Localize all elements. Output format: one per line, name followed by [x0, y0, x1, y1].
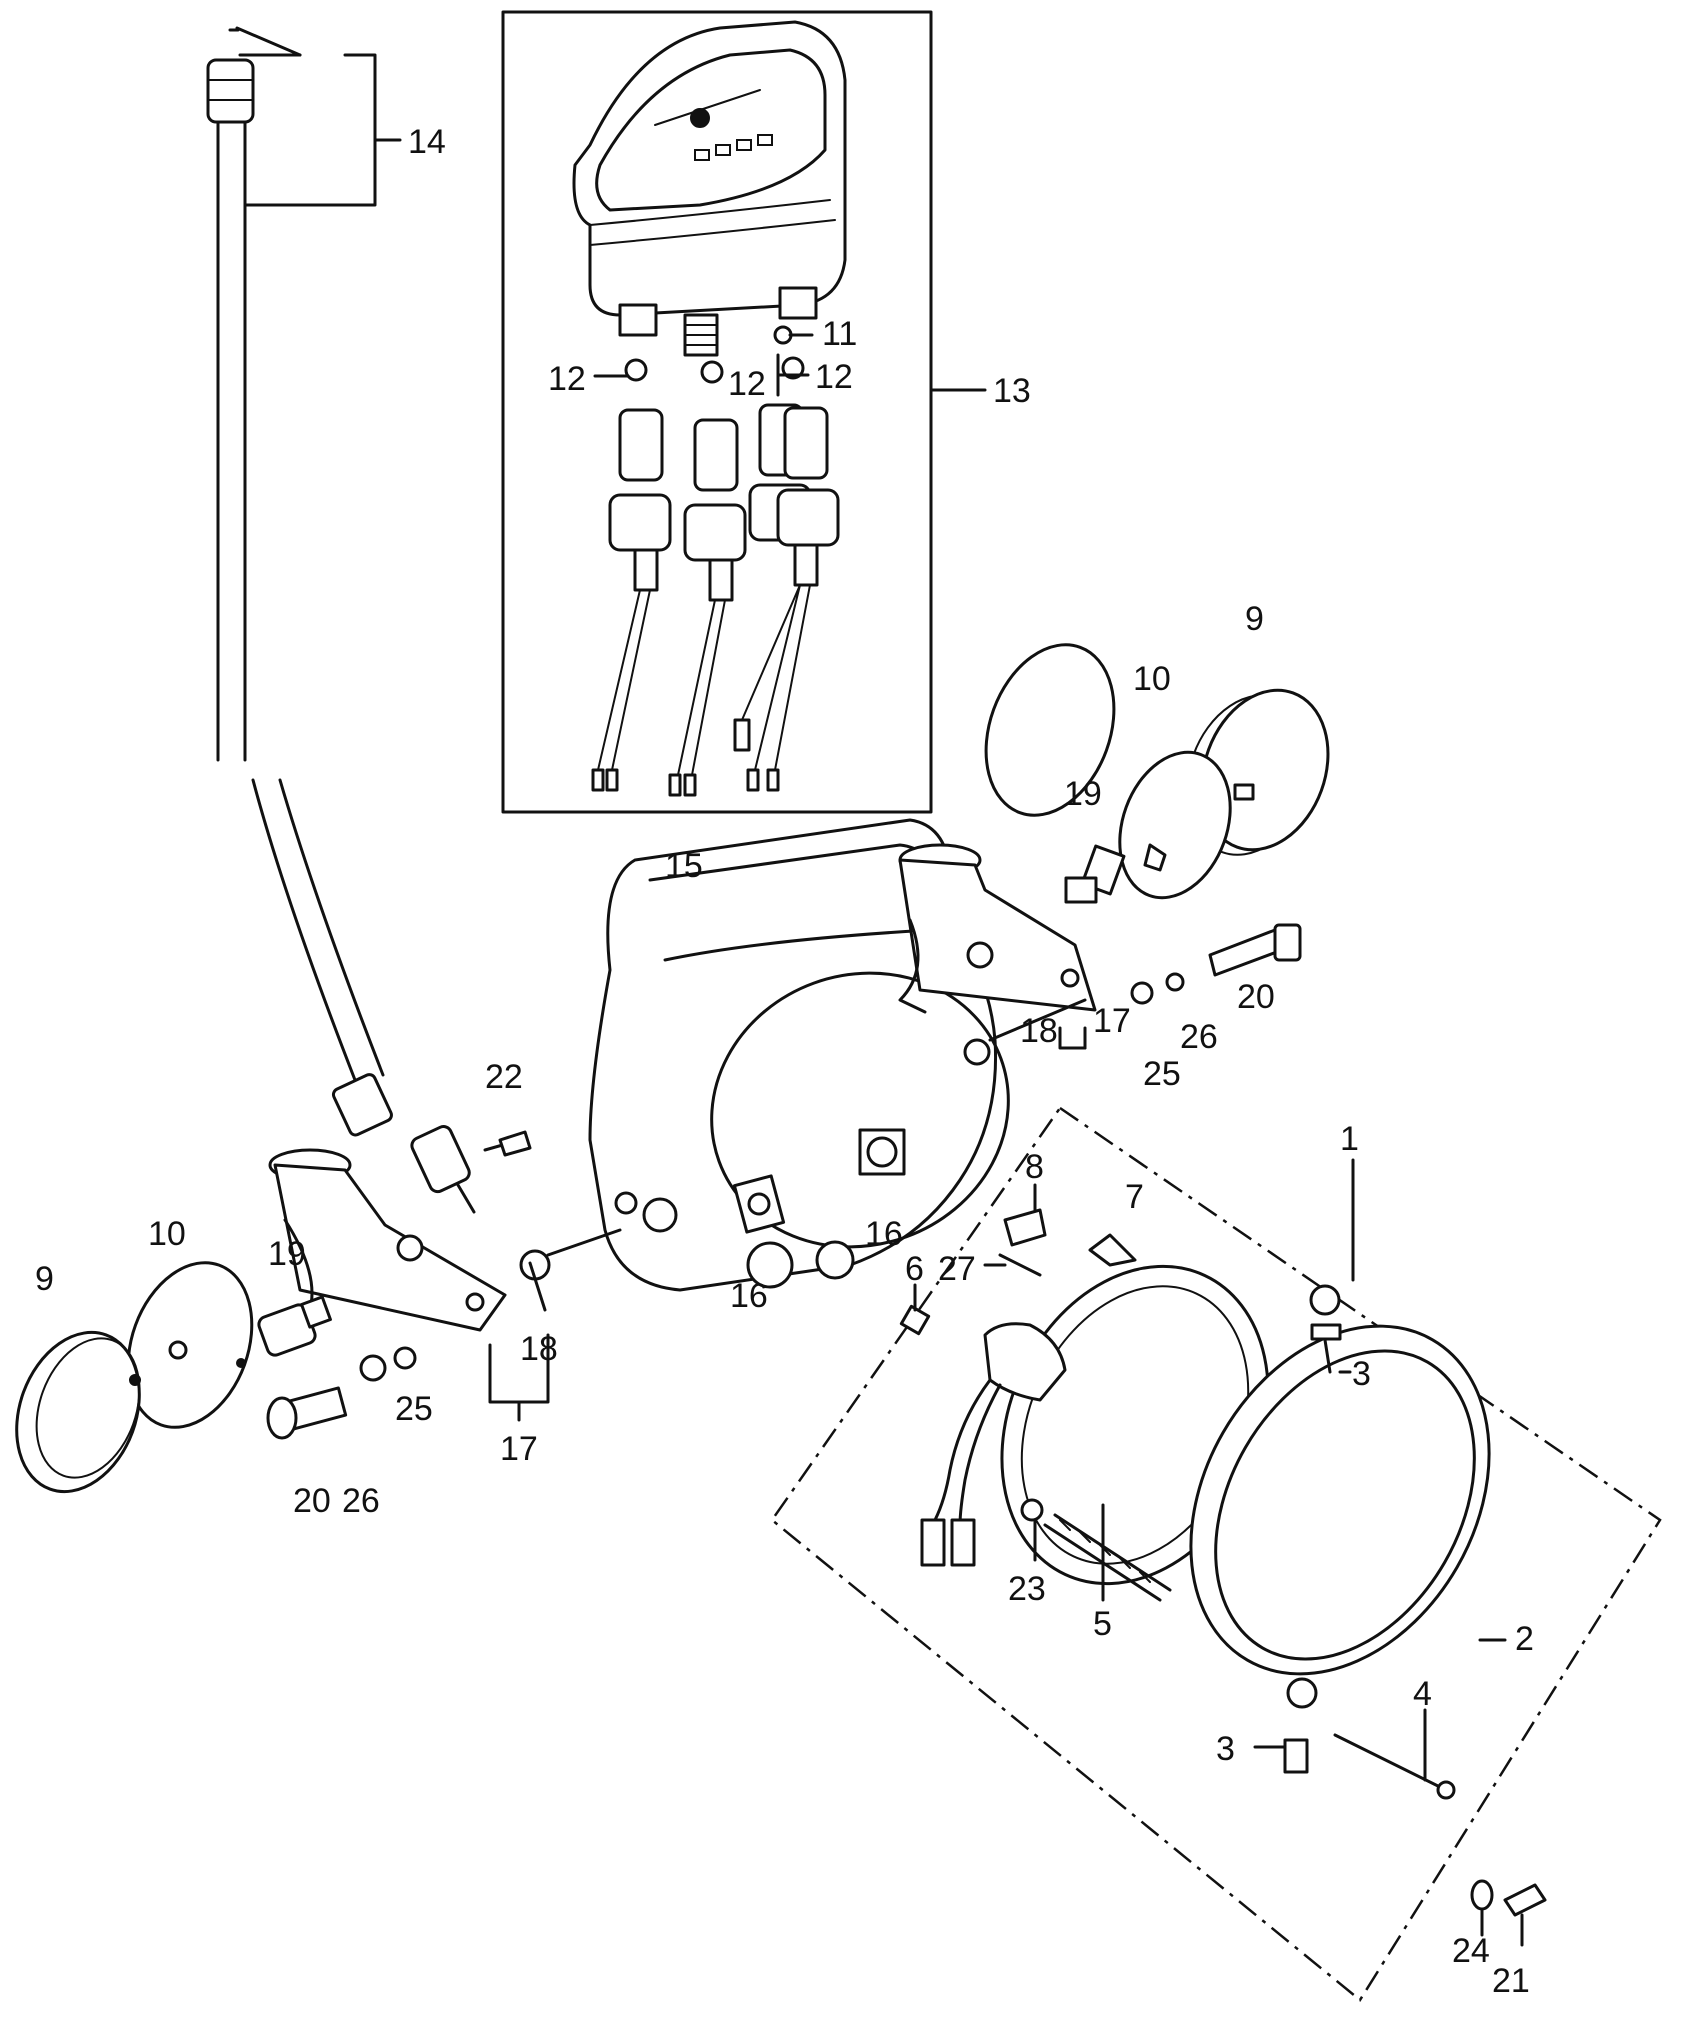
callout-9b: 9 [35, 1260, 54, 1298]
callout-26: 26 [1180, 1018, 1218, 1056]
callout-26b: 26 [342, 1482, 380, 1520]
callout-22: 22 [485, 1058, 523, 1096]
callout-24: 24 [1452, 1932, 1490, 1970]
callout-labels: 1 2 3 3 4 5 6 7 8 9 9 10 10 11 12 12 12 … [35, 123, 1534, 2000]
callout-15: 15 [665, 847, 703, 885]
callout-4: 4 [1413, 1675, 1432, 1713]
headlight-case [588, 818, 1010, 1292]
callout-3: 3 [1352, 1355, 1371, 1393]
left-turn-signal [15, 1130, 622, 1494]
callout-13: 13 [993, 372, 1031, 410]
meter-assembly-group [501, 10, 987, 814]
callout-6: 6 [905, 1250, 924, 1288]
callout-19b: 19 [268, 1235, 306, 1273]
headlight-unit-group [770, 1106, 1662, 2002]
callout-10: 10 [1133, 660, 1171, 698]
mounting-hardware-bottom [1470, 1879, 1547, 1947]
callout-20b: 20 [293, 1482, 331, 1520]
callout-25: 25 [1143, 1055, 1181, 1093]
callout-17: 17 [1093, 1002, 1131, 1040]
callout-12: 12 [548, 360, 586, 398]
callout-11: 11 [822, 315, 857, 353]
speedometer-cable [206, 26, 476, 1214]
callout-5: 5 [1093, 1605, 1112, 1643]
callout-18b: 18 [520, 1330, 558, 1368]
callout-12c: 12 [815, 358, 853, 396]
bulb-socket-right [733, 403, 840, 792]
right-turn-signal [898, 643, 1330, 1066]
callout-16: 16 [865, 1215, 903, 1253]
callout-16b: 16 [730, 1277, 768, 1315]
bulb-socket-left [591, 408, 672, 792]
callout-8: 8 [1025, 1148, 1044, 1186]
callout-18: 18 [1020, 1012, 1058, 1050]
callout-21: 21 [1492, 1962, 1530, 2000]
callout-23: 23 [1008, 1570, 1046, 1608]
callout-7: 7 [1125, 1178, 1144, 1216]
callout-10b: 10 [148, 1215, 186, 1253]
speedometer-face [595, 48, 827, 212]
meter-assembly-frame [501, 10, 933, 814]
callout-12b: 12 [728, 365, 766, 403]
callout-25b: 25 [395, 1390, 433, 1428]
callout-20: 20 [1237, 978, 1275, 1016]
callout-1: 1 [1340, 1120, 1359, 1158]
callout-2: 2 [1515, 1620, 1534, 1658]
callout-3b: 3 [1216, 1730, 1235, 1768]
callout-9: 9 [1245, 600, 1264, 638]
bulb-socket-center [668, 418, 747, 797]
headlight-rim [1189, 1324, 1491, 1676]
callout-14: 14 [408, 123, 446, 161]
callout-27: 27 [938, 1250, 976, 1288]
callout-19: 19 [1064, 775, 1102, 813]
callout-17b: 17 [500, 1430, 538, 1468]
